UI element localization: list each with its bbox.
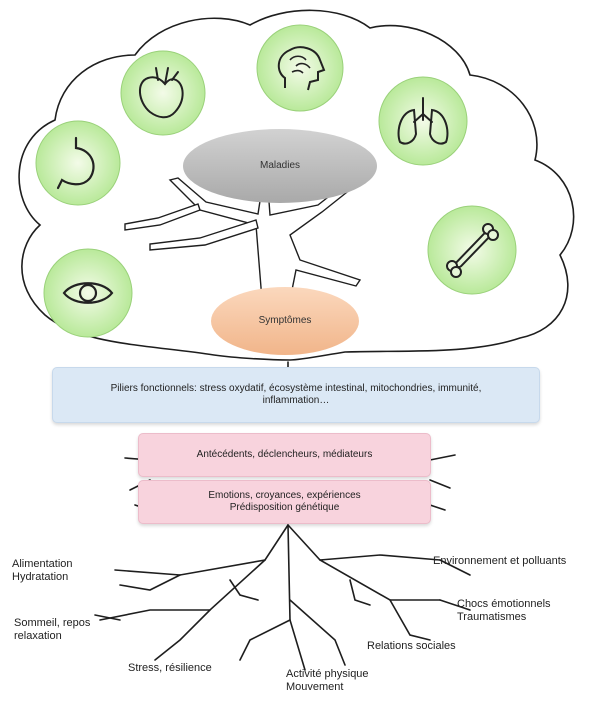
- sommeil-line-1: Sommeil, repos: [14, 617, 91, 629]
- chocs-line-2: Traumatismes: [457, 611, 527, 623]
- antecedents-box: Antécédents, déclencheurs, médiateurs: [138, 433, 431, 477]
- emotions-line-2: Prédisposition génétique: [229, 502, 340, 513]
- organ-icons: [35, 24, 517, 338]
- maladies-ellipse: [183, 129, 377, 203]
- eye-icon: [43, 248, 133, 338]
- tree-roots: [94, 361, 471, 671]
- piliers-box: Piliers fonctionnels: stress oxydatif, é…: [52, 367, 540, 423]
- root-label-alimentation: Alimentation Hydratation: [12, 558, 73, 584]
- symptomes-ellipse: [211, 287, 359, 355]
- heart-icon: [120, 50, 206, 136]
- chocs-line-1: Chocs émotionnels: [457, 598, 551, 610]
- symptomes-label: Symptômes: [258, 315, 312, 326]
- activite-line-2: Mouvement: [286, 681, 344, 693]
- root-label-chocs: Chocs émotionnels Traumatismes: [457, 598, 551, 624]
- maladies-label: Maladies: [259, 160, 301, 171]
- emotions-line-1: Emotions, croyances, expériences: [208, 490, 361, 501]
- alimentation-line-1: Alimentation: [12, 558, 73, 570]
- activite-line-1: Activité physique: [286, 668, 369, 680]
- bone-icon: [427, 205, 517, 295]
- antecedents-text: Antécédents, déclencheurs, médiateurs: [196, 449, 373, 460]
- piliers-line-2: inflammation…: [262, 395, 330, 406]
- brain-icon: [256, 24, 344, 112]
- root-label-stress: Stress, résilience: [128, 662, 212, 674]
- alimentation-line-2: Hydratation: [12, 571, 69, 583]
- stomach-icon: [35, 120, 121, 206]
- root-label-environnement: Environnement et polluants: [433, 555, 567, 567]
- root-label-relations: Relations sociales: [367, 640, 456, 652]
- root-label-sommeil: Sommeil, repos relaxation: [14, 617, 90, 643]
- tree-trunk: [124, 171, 368, 351]
- emotions-box: Emotions, croyances, expériences Prédisp…: [138, 480, 431, 524]
- lungs-icon: [378, 76, 468, 166]
- sommeil-line-2: relaxation: [14, 630, 62, 642]
- root-label-activite: Activité physique Mouvement: [286, 668, 369, 694]
- piliers-line-1: Piliers fonctionnels: stress oxydatif, é…: [110, 383, 482, 394]
